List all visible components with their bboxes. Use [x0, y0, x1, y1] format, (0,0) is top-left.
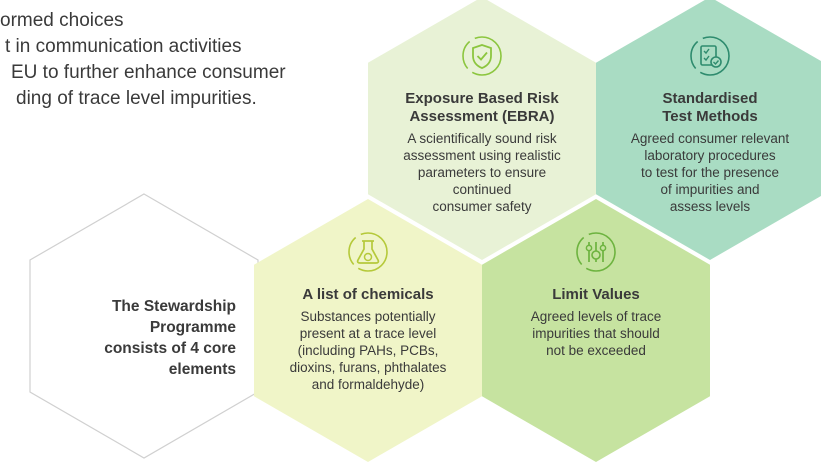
chemicals-card: A list of chemicals Substances potential… [262, 286, 474, 393]
chemicals-desc-line: present at a trace level [299, 326, 437, 341]
ebra-card: Exposure Based Risk Assessment (EBRA) A … [380, 90, 584, 215]
chemicals-title-line: A list of chemicals [302, 286, 434, 303]
limit-values-title-line: Limit Values [552, 286, 640, 303]
test-methods-title: Standardised Test Methods [608, 90, 812, 126]
flask-icon [348, 232, 388, 272]
limit-values-desc-line: Agreed levels of trace [530, 309, 662, 324]
core-line: consists of 4 core [104, 340, 236, 357]
ebra-desc-line: consumer safety [432, 199, 532, 214]
test-methods-desc-line: to test for the presence [640, 165, 780, 180]
chemicals-desc-line: and formaldehyde) [311, 377, 425, 392]
limit-values-desc-line: impurities that should [532, 326, 660, 341]
limit-values-description: Agreed levels of trace impurities that s… [490, 308, 702, 359]
core-line: Programme [149, 319, 236, 336]
ebra-title-line: Exposure Based Risk [405, 90, 559, 107]
intro-text: ormed choices t in communication activit… [0, 0, 370, 112]
ebra-title: Exposure Based Risk Assessment (EBRA) [380, 90, 584, 126]
chemicals-title: A list of chemicals [262, 286, 474, 304]
ebra-desc-line: continued [452, 182, 512, 197]
ebra-desc-line: assessment using realistic [403, 148, 561, 163]
core-line: The Stewardship [111, 298, 236, 315]
test-methods-title-line: Test Methods [662, 108, 758, 125]
test-methods-desc-line: laboratory procedures [644, 148, 776, 163]
chemicals-description: Substances potentially present at a trac… [262, 308, 474, 393]
shield-check-icon [462, 36, 502, 76]
intro-line: t in communication activities [5, 36, 242, 57]
ebra-desc-line: parameters to ensure [417, 165, 547, 180]
core-hexagon-outline [29, 193, 259, 459]
core-statement: The Stewardship Programme consists of 4 … [60, 296, 236, 380]
intro-line: EU to further enhance consumer [11, 62, 286, 83]
limit-values-desc-line: not be exceeded [546, 343, 646, 358]
intro-line: ding of trace level impurities. [16, 88, 257, 109]
ebra-description: A scientifically sound risk assessment u… [380, 130, 584, 215]
ebra-title-line: Assessment (EBRA) [409, 108, 555, 125]
chemicals-desc-line: Substances potentially [300, 309, 436, 324]
test-methods-desc-line: assess levels [669, 199, 751, 214]
limit-values-title: Limit Values [490, 286, 702, 304]
sliders-icon [576, 232, 616, 272]
checklist-icon [690, 36, 730, 76]
ebra-desc-line: A scientifically sound risk [407, 131, 557, 146]
chemicals-desc-line: (including PAHs, PCBs, [297, 343, 439, 358]
test-methods-desc-line: Agreed consumer relevant [630, 131, 790, 146]
test-methods-description: Agreed consumer relevant laboratory proc… [608, 130, 812, 215]
test-methods-card: Standardised Test Methods Agreed consume… [608, 90, 812, 215]
test-methods-desc-line: of impurities and [660, 182, 760, 197]
intro-line: ormed choices [0, 10, 124, 31]
core-line: elements [168, 361, 236, 378]
test-methods-title-line: Standardised [662, 90, 758, 107]
limit-values-card: Limit Values Agreed levels of trace impu… [490, 286, 702, 359]
chemicals-desc-line: dioxins, furans, phthalates [289, 360, 447, 375]
